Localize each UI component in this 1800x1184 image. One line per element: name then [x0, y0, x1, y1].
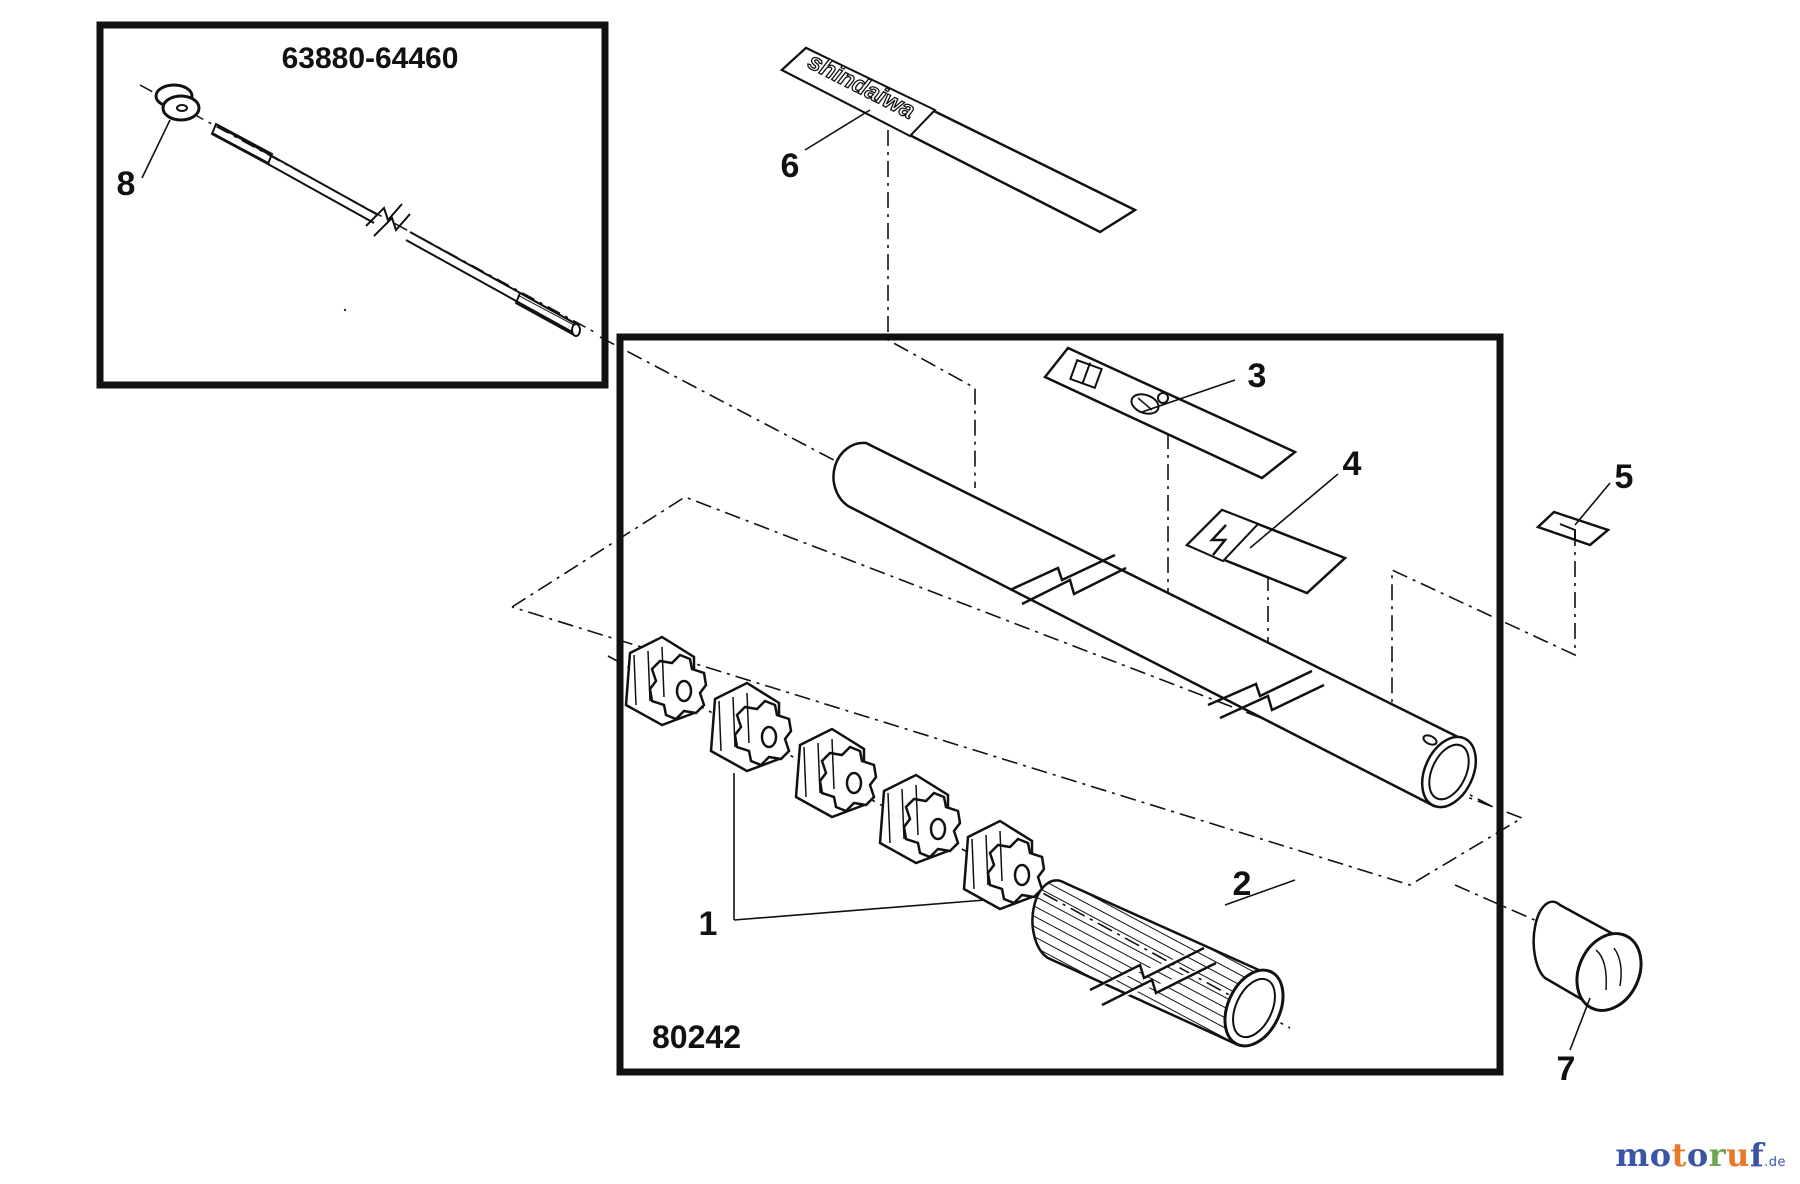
grip-ring — [794, 727, 878, 819]
break-mark — [1009, 553, 1325, 720]
callout-6: 6 — [781, 147, 800, 185]
brand-decal: shindaiwa — [779, 46, 1138, 234]
callouts: 1 2 3 4 5 6 7 8 — [117, 147, 1634, 1088]
bolt-icon — [1209, 524, 1228, 556]
leader-lines — [141, 109, 1611, 1051]
callout-7: 7 — [1557, 1050, 1576, 1088]
grip-ring — [962, 819, 1046, 911]
callout-5: 5 — [1615, 458, 1634, 496]
bushing-part — [154, 83, 201, 122]
callout-1: 1 — [699, 905, 718, 943]
callout-8: 8 — [117, 165, 136, 203]
grip-ring — [709, 681, 793, 773]
callout-3: 3 — [1248, 357, 1267, 395]
warning-decal-4 — [1184, 508, 1348, 595]
watermark-letter: o — [1686, 1136, 1709, 1174]
grip-ring — [624, 635, 708, 727]
end-cap — [1532, 900, 1643, 1012]
small-decal-5 — [1535, 510, 1611, 547]
inset-box: 63880-64460 — [96, 21, 609, 389]
inset-part-code: 63880-64460 — [282, 42, 459, 75]
grip-ring — [878, 773, 962, 865]
warning-decal-3 — [1043, 346, 1298, 480]
book-icon — [1069, 358, 1103, 390]
main-box: 80242 — [616, 333, 1504, 1076]
watermark-letter: t — [1671, 1136, 1687, 1174]
drive-shaft — [210, 122, 581, 337]
watermark-logo: motoruf.de — [1615, 1136, 1786, 1174]
watermark-letter: u — [1726, 1136, 1750, 1174]
watermark-suffix: .de — [1764, 1155, 1786, 1170]
main-part-code: 80242 — [652, 1019, 741, 1055]
watermark-letter: o — [1649, 1136, 1672, 1174]
watermark-letter: m — [1615, 1136, 1650, 1174]
watermark-letter: r — [1708, 1136, 1727, 1174]
callout-2: 2 — [1233, 865, 1252, 903]
shaft-tube — [832, 441, 1478, 809]
break-mark — [1089, 946, 1217, 1007]
watermark-text: motoruf — [1615, 1136, 1764, 1174]
grip-rings — [624, 635, 1046, 911]
spline-tube — [1031, 879, 1285, 1048]
callout-4: 4 — [1343, 445, 1362, 483]
watermark-letter: f — [1749, 1136, 1765, 1174]
